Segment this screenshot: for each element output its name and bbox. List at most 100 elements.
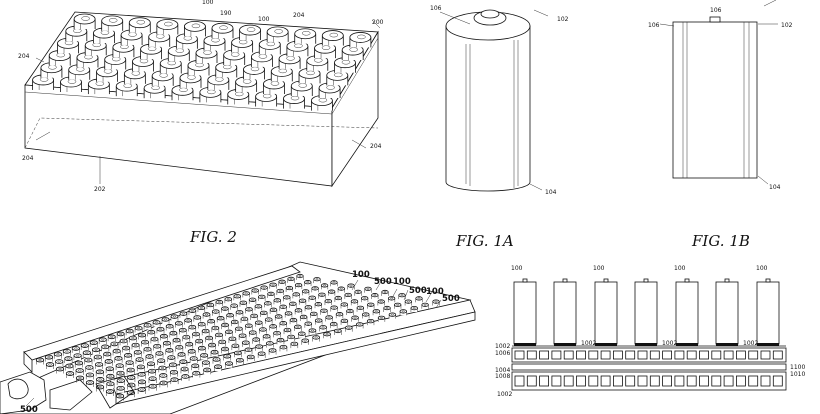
module-cell — [95, 384, 105, 392]
section-upper-block — [613, 350, 623, 360]
module-cell — [115, 393, 125, 401]
module-cell — [289, 317, 298, 325]
pack-cell — [263, 78, 285, 94]
ref-1006: 1006 — [495, 350, 510, 357]
module-cell — [251, 288, 259, 295]
section-upper-block — [736, 350, 746, 360]
module-cell — [267, 291, 275, 298]
module-cell — [82, 350, 91, 358]
module-cell — [96, 377, 105, 384]
module-cell — [85, 365, 94, 372]
module-cell — [387, 296, 396, 303]
module-cell — [245, 307, 253, 314]
module-cell — [371, 293, 379, 300]
pack-cell — [250, 51, 273, 67]
module-cell — [167, 355, 176, 362]
module-cell — [197, 345, 206, 353]
ref-106: 106 — [648, 22, 660, 29]
pack-cell — [184, 20, 206, 37]
section-lower-block — [748, 375, 759, 387]
module-cell — [240, 316, 249, 324]
module-cell — [55, 366, 65, 374]
module-cell — [127, 375, 136, 382]
pack-cell — [278, 53, 301, 69]
module-cell — [184, 318, 192, 325]
module-cell — [334, 328, 342, 335]
module-cell — [187, 349, 196, 356]
module-cell — [145, 354, 154, 361]
module-cell — [340, 318, 349, 325]
section-upper-block — [662, 350, 672, 360]
module-cell — [107, 334, 116, 342]
ref-202: 202 — [94, 186, 106, 193]
module-cell — [169, 369, 178, 377]
module-cell — [319, 325, 327, 332]
module-cell — [153, 343, 162, 351]
fig-cross-section: 100 100 100 100 1002 1002 1002 1002 1006… — [495, 265, 805, 398]
section-lower-block — [551, 375, 562, 387]
section-upper-block — [748, 350, 759, 360]
section-layer-middle — [511, 363, 787, 371]
module-cell — [178, 327, 187, 335]
module-cell — [230, 319, 239, 327]
pack-cell — [294, 28, 317, 44]
section-upper-block — [625, 350, 636, 360]
module-cell — [283, 295, 291, 302]
module-cell — [311, 286, 319, 293]
module-cell — [239, 300, 248, 307]
section-upper-block — [711, 350, 722, 360]
module-cell — [228, 336, 237, 344]
fig-2-battery-pack: 100 190 100 204 200 204 204 204 202 FIG.… — [18, 0, 384, 246]
module-cell — [159, 333, 168, 341]
section-upper-block — [637, 350, 648, 360]
section-lower-block — [711, 375, 722, 387]
fig-1b-cell-side-view: 106 106 102 104 FIG. 1B — [648, 0, 793, 250]
section-lower-block — [514, 375, 525, 387]
ref-500: 500 — [442, 294, 460, 304]
section-lower-block — [637, 375, 648, 387]
section-upper-block — [526, 350, 537, 360]
module-cell — [53, 351, 63, 359]
pack-cell — [128, 17, 151, 33]
module-cell — [308, 295, 316, 302]
section-cell — [675, 278, 699, 346]
module-cell — [155, 351, 164, 358]
module-cell — [224, 361, 233, 368]
module-cell — [308, 328, 317, 335]
module-cell — [299, 314, 308, 322]
module-cell — [364, 286, 372, 293]
module-cell — [225, 329, 233, 337]
module-cell — [112, 348, 121, 356]
module-cell — [294, 282, 303, 290]
module-cell — [279, 321, 288, 328]
module-cell — [192, 331, 200, 339]
module-cell — [304, 280, 312, 287]
module-cell — [221, 346, 229, 354]
module-cell — [143, 346, 152, 354]
module-cell — [91, 347, 101, 355]
module-cell — [212, 357, 221, 364]
module-cell — [195, 338, 204, 346]
module-cell — [137, 372, 146, 379]
module-cell — [103, 351, 112, 359]
module-cell — [174, 321, 183, 328]
module-cell — [44, 354, 54, 362]
module-cell — [116, 378, 125, 386]
module-cell — [381, 289, 389, 296]
module-cell — [377, 315, 386, 322]
pack-cell — [318, 82, 341, 98]
ref-106: 106 — [710, 7, 722, 14]
module-cell — [294, 308, 303, 315]
section-upper-block — [723, 350, 734, 360]
section-cell — [634, 278, 658, 346]
section-cell — [715, 278, 739, 346]
ref-1008: 1008 — [495, 373, 510, 380]
module-cell — [335, 312, 344, 319]
module-cell — [158, 365, 167, 373]
module-cell — [273, 330, 281, 338]
module-cell-array — [35, 273, 440, 401]
module-cell — [372, 309, 381, 316]
module-cell — [259, 310, 268, 317]
module-cell — [148, 368, 157, 376]
